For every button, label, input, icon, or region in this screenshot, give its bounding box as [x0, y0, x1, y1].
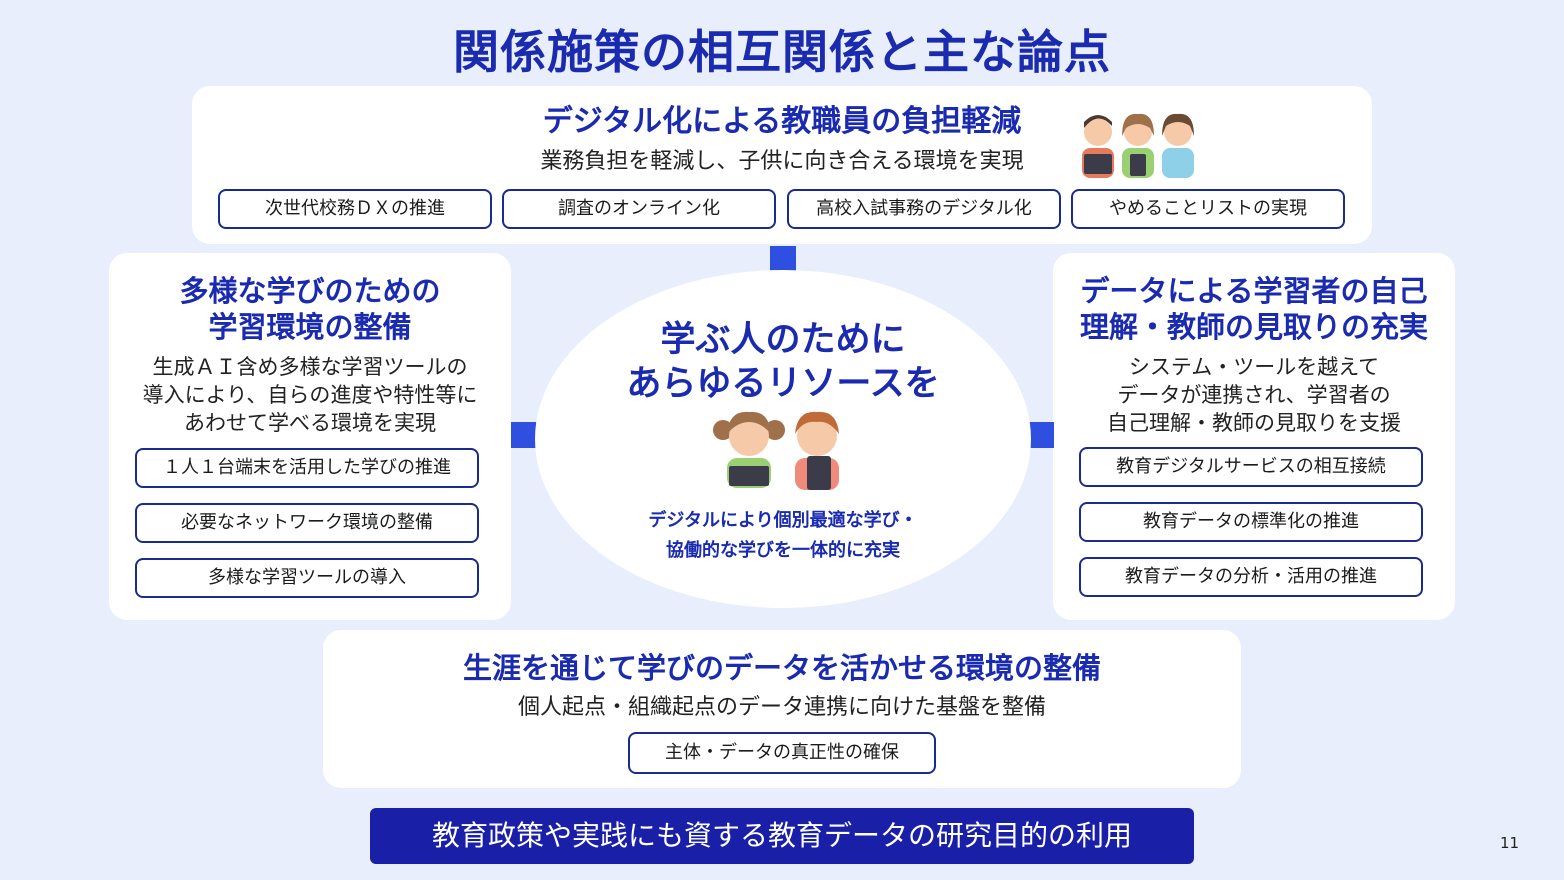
teacher-burden-desc: 業務負担を軽減し、子供に向き合える環境を実現: [540, 149, 1024, 174]
learning-environment-panel: 多様な学びのための 学習環境の整備 生成ＡＩ含め多様な学習ツールの 導入により、…: [109, 253, 511, 620]
page-title: 関係施策の相互関係と主な論点: [453, 25, 1111, 79]
research-use-banner: 教育政策や実践にも資する教育データの研究目的の利用: [370, 808, 1194, 864]
learning-environment-desc-line3: あわせて学べる環境を実現: [184, 411, 436, 435]
data-self-understanding-title-line2: 理解・教師の見取りの充実: [1079, 310, 1428, 344]
learning-environment-desc-line2: 導入により、自らの進度や特性等に: [142, 383, 478, 407]
dx-item[interactable]: 次世代校務ＤＸの推進: [218, 189, 492, 229]
center-title: 学ぶ人のために あらゆるリソースを: [535, 318, 1031, 406]
center-desc: デジタルにより個別最適な学び・ 協働的な学びを一体的に充実: [535, 506, 1031, 566]
authenticity-item[interactable]: 主体・データの真正性の確保: [628, 732, 936, 774]
learning-environment-title-line2: 学習環境の整備: [208, 310, 412, 344]
data-self-understanding-desc-line1: システム・ツールを越えて: [1128, 355, 1380, 379]
learning-environment-desc-line1: 生成ＡＩ含め多様な学習ツールの: [152, 355, 468, 379]
data-self-understanding-title-line1: データによる学習者の自己: [1080, 274, 1428, 308]
entrance-exam-item[interactable]: 高校入試事務のデジタル化: [787, 189, 1061, 229]
lifelong-data-title: 生涯を通じて学びのデータを活かせる環境の整備: [462, 651, 1101, 685]
teacher-burden-title: デジタル化による教職員の負担軽減: [542, 104, 1022, 139]
lifelong-data-panel: 生涯を通じて学びのデータを活かせる環境の整備 個人起点・組織起点のデータ連携に向…: [323, 630, 1241, 788]
center-title-line2: あらゆるリソースを: [626, 364, 940, 404]
network-item[interactable]: 必要なネットワーク環境の整備: [135, 503, 479, 543]
lifelong-data-desc: 個人起点・組織起点のデータ連携に向けた基盤を整備: [517, 695, 1046, 720]
learning-environment-title-line1: 多様な学びのための: [179, 274, 441, 308]
data-self-understanding-desc-line2: データが連携され、学習者の: [1117, 383, 1391, 407]
center-desc-line1: デジタルにより個別最適な学び・: [648, 510, 918, 531]
center-title-line1: 学ぶ人のために: [660, 320, 906, 360]
page-number: 11: [1500, 834, 1520, 852]
one-device-item[interactable]: １人１台端末を活用した学びの推進: [135, 448, 479, 488]
learning-tools-item[interactable]: 多様な学習ツールの導入: [135, 558, 479, 598]
teacher-burden-panel: デジタル化による教職員の負担軽減 業務負担を軽減し、子供に向き合える環境を実現 …: [192, 86, 1372, 244]
data-self-understanding-panel: データによる学習者の自己 理解・教師の見取りの充実 システム・ツールを越えて デ…: [1053, 253, 1455, 620]
teachers-illustration: [1082, 113, 1194, 178]
children-illustration: [713, 411, 839, 490]
data-self-understanding-desc-line3: 自己理解・教師の見取りを支援: [1107, 411, 1401, 435]
stop-list-item[interactable]: やめることリストの実現: [1071, 189, 1345, 229]
standardization-item[interactable]: 教育データの標準化の推進: [1079, 502, 1423, 542]
interconnection-item[interactable]: 教育デジタルサービスの相互接続: [1079, 447, 1423, 487]
analysis-item[interactable]: 教育データの分析・活用の推進: [1079, 557, 1423, 597]
center-desc-line2: 協働的な学びを一体的に充実: [666, 540, 900, 561]
online-survey-item[interactable]: 調査のオンライン化: [502, 189, 776, 229]
center-ellipse: 学ぶ人のために あらゆるリソースを デジタルにより個別最適な学び・ 協働的な学び…: [535, 270, 1031, 608]
